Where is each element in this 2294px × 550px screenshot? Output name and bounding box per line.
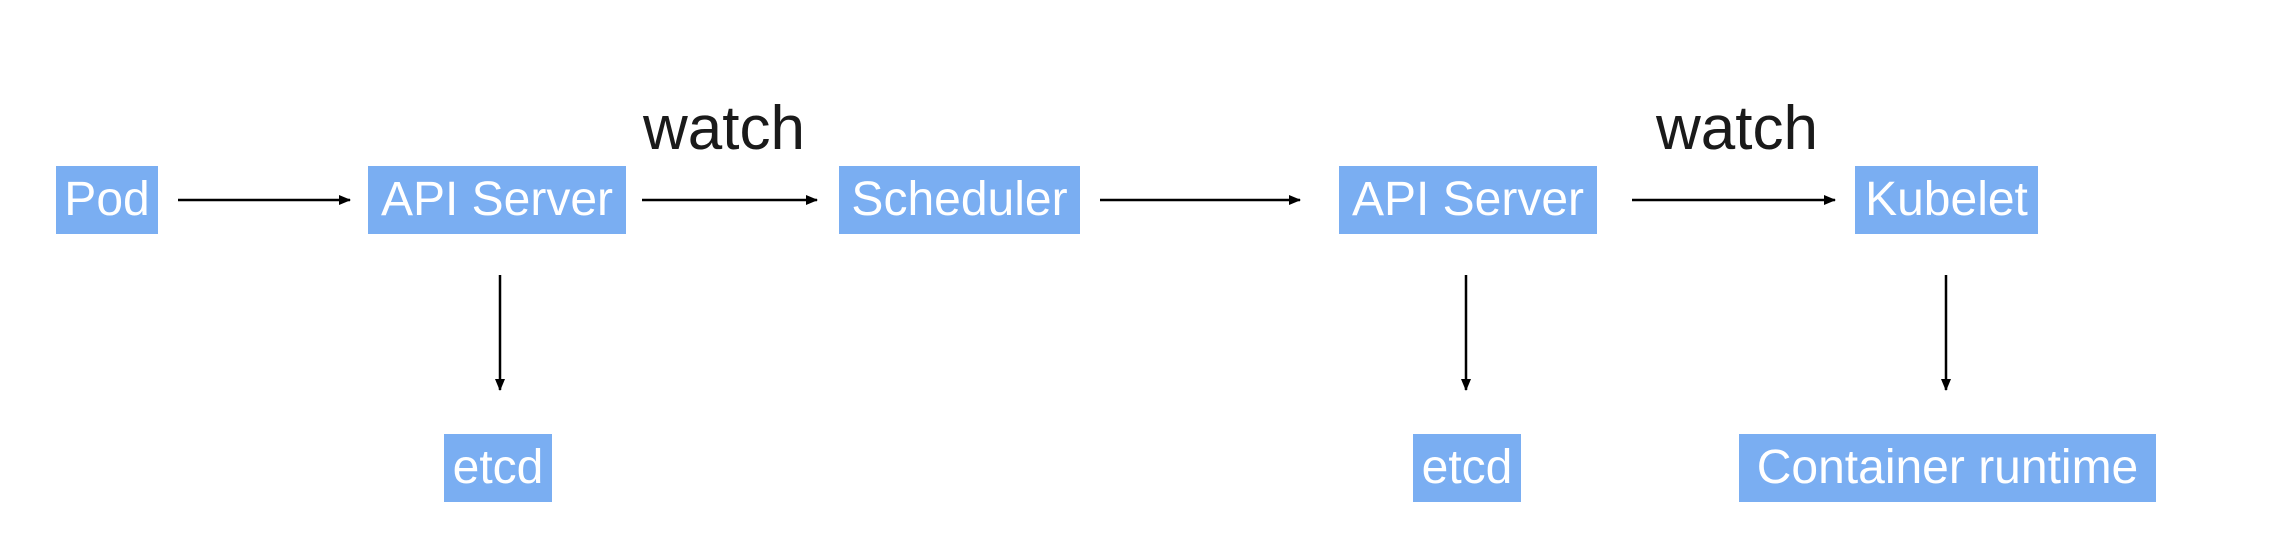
node-container-runtime: Container runtime xyxy=(1739,434,2156,502)
edge-label-watch-scheduler: watch xyxy=(643,94,805,163)
node-pod: Pod xyxy=(56,166,158,234)
node-api-server-1: API Server xyxy=(368,166,626,234)
node-scheduler: Scheduler xyxy=(839,166,1080,234)
node-etcd-2: etcd xyxy=(1413,434,1521,502)
edge-label-watch-kubelet: watch xyxy=(1656,94,1818,163)
node-kubelet: Kubelet xyxy=(1855,166,2038,234)
node-api-server-2: API Server xyxy=(1339,166,1597,234)
node-etcd-1: etcd xyxy=(444,434,552,502)
